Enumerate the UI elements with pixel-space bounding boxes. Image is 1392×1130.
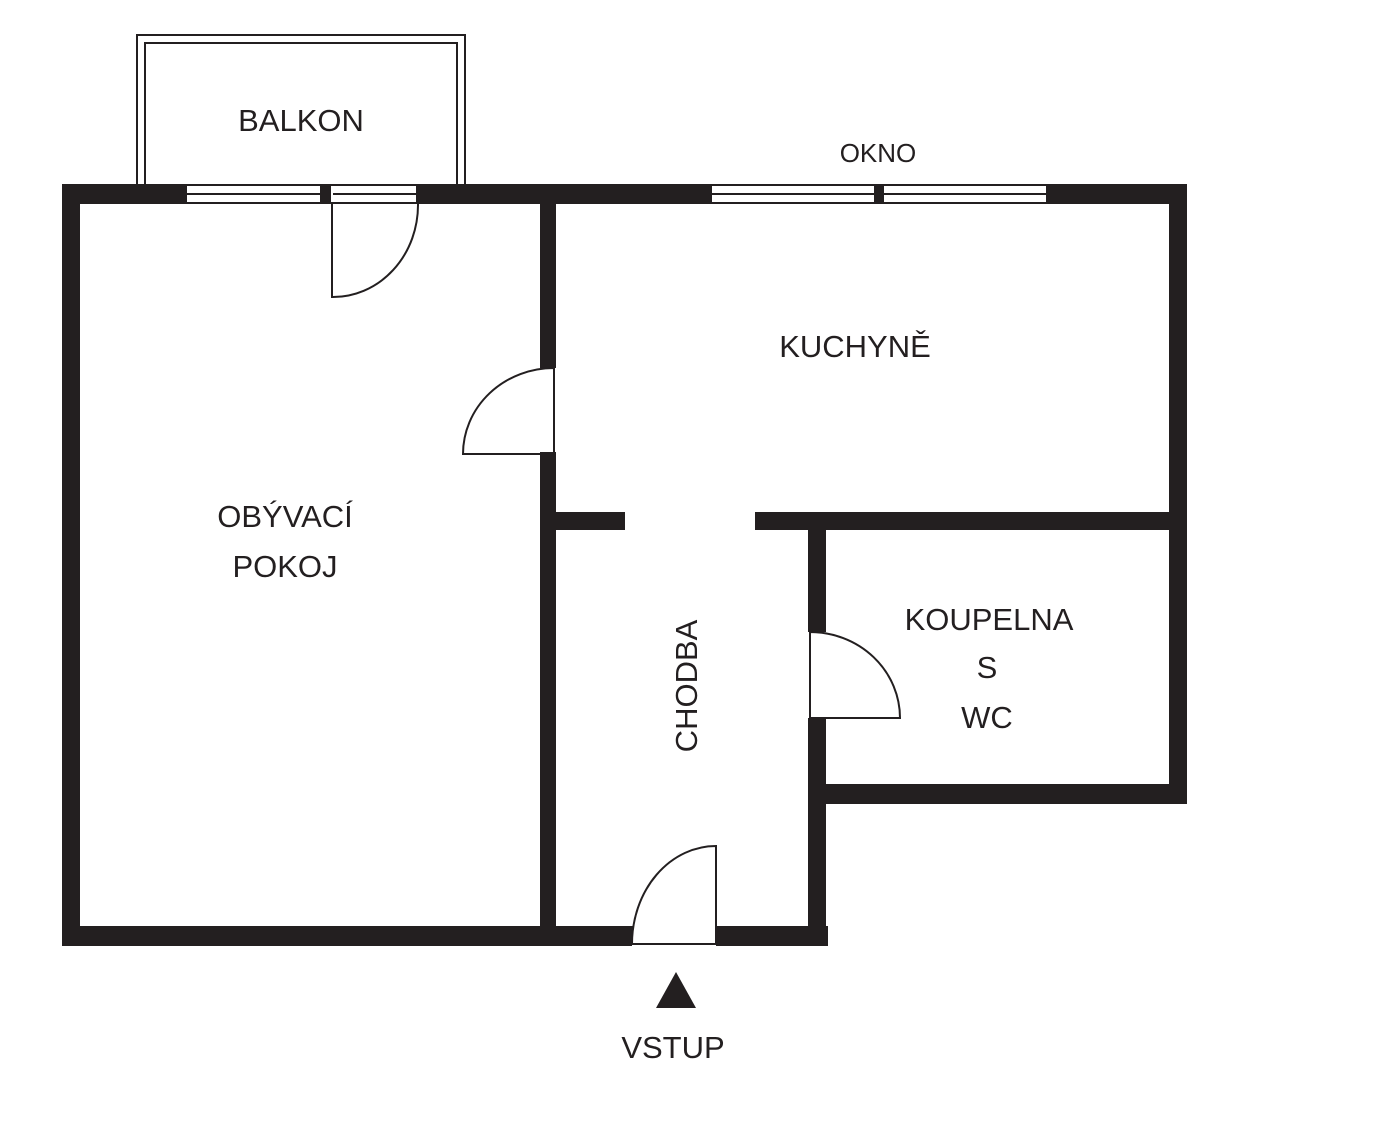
living-room-label-line2: POKOJ: [232, 549, 337, 584]
bathroom-bottom-wall: [808, 784, 1187, 804]
window-label: OKNO: [840, 138, 917, 168]
center-wall-upper: [540, 184, 556, 368]
center-wall-lower: [540, 452, 556, 946]
balcony-door-frame: [329, 184, 423, 204]
bottom-wall-left: [62, 926, 632, 946]
entrance-arrow-icon: [656, 972, 696, 1008]
balcony-outline: [136, 34, 466, 184]
bathroom-label-line3: WC: [961, 700, 1013, 735]
kitchen-label: KUCHYNĚ: [779, 329, 931, 364]
hallway-right-wall: [808, 514, 826, 946]
living-room-door: [461, 367, 555, 455]
balcony-window: [180, 184, 327, 204]
living-room-label-line1: OBÝVACÍ: [217, 499, 353, 534]
balcony-door: [331, 203, 420, 299]
bathroom-label-line2: S: [977, 650, 998, 685]
kitchen-window: [705, 184, 1053, 204]
walls: [62, 184, 1187, 946]
doors: [331, 203, 902, 945]
entrance-door: [630, 844, 717, 945]
entrance-label: VSTUP: [621, 1030, 724, 1065]
bottom-wall-right: [716, 926, 828, 946]
kitchen-wall-left-stub: [540, 512, 625, 530]
windows: [180, 184, 1053, 204]
hallway-label: CHODBA: [669, 619, 704, 752]
bathroom-label-line1: KOUPELNA: [905, 602, 1074, 637]
left-wall: [62, 184, 80, 946]
balcony-label: BALKON: [238, 103, 364, 138]
bathroom-door: [808, 631, 902, 719]
right-wall: [1169, 184, 1187, 804]
kitchen-wall-right: [755, 512, 1187, 530]
